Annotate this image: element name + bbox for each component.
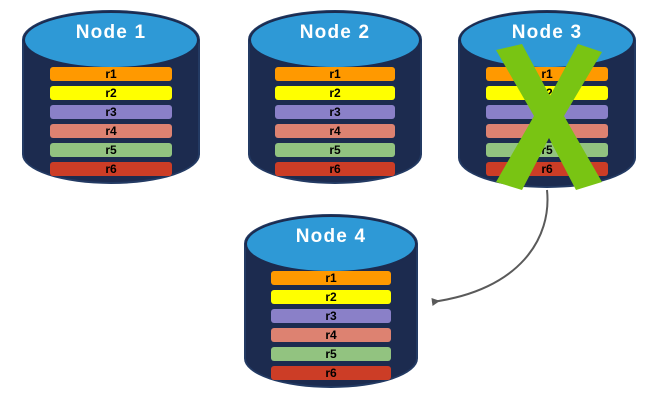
- node-1-label: Node 1: [75, 22, 147, 43]
- node-2-row-r5[interactable]: r5: [275, 143, 395, 157]
- node-2-rows: r1 r2 r3 r4 r5 r6: [248, 10, 422, 184]
- node-4-row-r2[interactable]: r2: [271, 290, 391, 304]
- node-1-cylinder-top: [23, 11, 199, 69]
- node-1-rows: r1 r2 r3 r4 r5 r6: [22, 10, 200, 184]
- node-4-rows: r1 r2 r3 r4 r5 r6: [244, 214, 418, 388]
- node-2-row-r2[interactable]: r2: [275, 86, 395, 100]
- node-2-cylinder-top: [249, 11, 421, 69]
- node-3-row-r2[interactable]: r2: [486, 86, 608, 100]
- node-3[interactable]: Node 3 r1 r2 r3 r4 r5 r6: [458, 10, 636, 188]
- node-2-row-r3[interactable]: r3: [275, 105, 395, 119]
- node-2[interactable]: Node 2 r1 r2 r3 r4 r5 r6: [248, 10, 422, 184]
- node-1[interactable]: Node 1 r1 r2 r3 r4 r5 r6: [22, 10, 200, 184]
- node-2-row-r1[interactable]: r1: [275, 67, 395, 81]
- node-1-row-r6[interactable]: r6: [50, 162, 172, 176]
- node-2-row-r4[interactable]: r4: [275, 124, 395, 138]
- node-3-label: Node 3: [511, 22, 583, 43]
- node-1-row-r3[interactable]: r3: [50, 105, 172, 119]
- node-4-row-r4[interactable]: r4: [271, 328, 391, 342]
- node-2-row-r6[interactable]: r6: [275, 162, 395, 176]
- node-1-row-r2[interactable]: r2: [50, 86, 172, 100]
- node-3-row-r1[interactable]: r1: [486, 67, 608, 81]
- node-2-label: Node 2: [299, 22, 371, 43]
- node-4-row-r3[interactable]: r3: [271, 309, 391, 323]
- node-3-row-r4[interactable]: r4: [486, 124, 608, 138]
- node-4-row-r5[interactable]: r5: [271, 347, 391, 361]
- node-1-row-r4[interactable]: r4: [50, 124, 172, 138]
- node-3-row-r3[interactable]: r3: [486, 105, 608, 119]
- node-4-label: Node 4: [295, 226, 367, 247]
- arrow-node3-to-node4: [431, 189, 549, 306]
- node-4-row-r1[interactable]: r1: [271, 271, 391, 285]
- node-4-row-r6[interactable]: r6: [271, 366, 391, 380]
- node-3-rows: r1 r2 r3 r4 r5 r6: [458, 10, 636, 188]
- node-3-row-r6[interactable]: r6: [486, 162, 608, 176]
- node-4[interactable]: Node 4 r1 r2 r3 r4 r5 r6: [244, 214, 418, 388]
- node-1-row-r5[interactable]: r5: [50, 143, 172, 157]
- node-3-row-r5[interactable]: r5: [486, 143, 608, 157]
- node-1-row-r1[interactable]: r1: [50, 67, 172, 81]
